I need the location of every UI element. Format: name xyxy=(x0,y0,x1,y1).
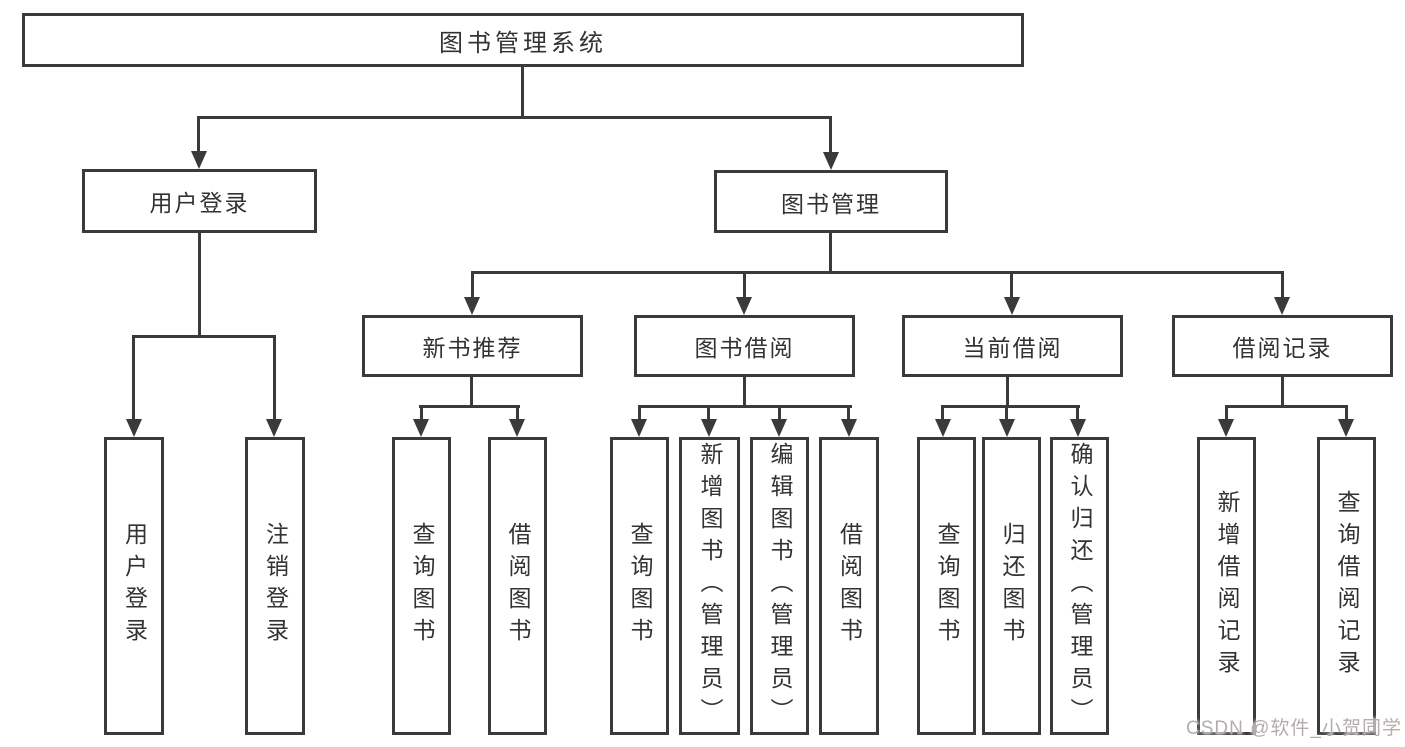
leaf-label: 借阅图书 xyxy=(836,522,863,650)
node-new-book-recommend: 新书推荐 xyxy=(362,315,583,377)
arrow-down-icon xyxy=(509,419,525,437)
leaf-label: 查询图书 xyxy=(409,522,435,650)
connector-new-book-stem xyxy=(470,377,473,408)
arrow-down-icon xyxy=(999,419,1015,437)
arrow-down-icon xyxy=(935,419,951,437)
arrow-down-icon xyxy=(631,419,647,437)
connector-to-book-borrowing xyxy=(743,271,746,297)
arrow-down-icon xyxy=(1274,297,1290,315)
node-current-borrowing: 当前借阅 xyxy=(902,315,1123,377)
leaf-label: 编辑图书（管理员） xyxy=(767,442,793,730)
leaf-borrow-books: 借阅图书 xyxy=(819,437,879,735)
leaf-label: 用户登录 xyxy=(121,522,148,650)
connector-leaf xyxy=(1005,405,1008,420)
connector-leaf xyxy=(941,405,944,420)
arrow-down-icon xyxy=(841,419,857,437)
leaf-edit-books-admin: 编辑图书（管理员） xyxy=(750,437,809,735)
leaf-add-borrow-record: 新增借阅记录 xyxy=(1197,437,1256,735)
leaf-label: 新增借阅记录 xyxy=(1214,490,1240,682)
leaf-logout: 注销登录 xyxy=(245,437,305,735)
connector-leaf xyxy=(1345,405,1348,420)
leaf-confirm-return-admin: 确认归还（管理员） xyxy=(1050,437,1109,735)
connector-current-borrowing-stem xyxy=(1006,377,1009,408)
node-book-management: 图书管理 xyxy=(714,170,948,233)
leaf-query-books-current: 查询图书 xyxy=(917,437,976,735)
connector-leaf xyxy=(778,405,781,420)
connector-user-login-stem xyxy=(198,233,201,337)
connector-to-leaf-logout xyxy=(273,335,276,419)
leaf-borrow-books-recommend: 借阅图书 xyxy=(488,437,547,735)
arrow-down-icon xyxy=(823,152,839,170)
leaf-add-books-admin: 新增图书（管理员） xyxy=(679,437,740,735)
connector-book-borrowing-stem xyxy=(743,377,746,408)
connector-new-book-split xyxy=(419,405,520,408)
arrow-down-icon xyxy=(1338,419,1354,437)
arrow-down-icon xyxy=(701,419,717,437)
connector-root-stem xyxy=(521,67,524,118)
connector-book-management-split xyxy=(471,271,1284,274)
connector-leaf xyxy=(847,405,850,420)
arrow-down-icon xyxy=(413,419,429,437)
arrow-down-icon xyxy=(191,151,207,169)
connector-book-borrowing-split xyxy=(638,405,852,408)
connector-borrowing-records-split xyxy=(1225,405,1348,408)
node-book-borrowing: 图书借阅 xyxy=(634,315,855,377)
arrow-down-icon xyxy=(1004,297,1020,315)
connector-to-new-book xyxy=(471,271,474,297)
arrow-down-icon xyxy=(126,419,142,437)
leaf-label: 借阅图书 xyxy=(505,522,531,650)
leaf-return-books: 归还图书 xyxy=(982,437,1041,735)
arrow-down-icon xyxy=(464,297,480,315)
connector-leaf xyxy=(1225,405,1228,420)
connector-root-split xyxy=(198,116,832,119)
connector-leaf xyxy=(1076,405,1079,420)
connector-to-leaf-user-login xyxy=(132,335,135,419)
leaf-label: 查询借阅记录 xyxy=(1334,490,1360,682)
connector-leaf xyxy=(516,405,519,420)
connector-leaf xyxy=(707,405,710,420)
arrow-down-icon xyxy=(1218,419,1234,437)
leaf-label: 确认归还（管理员） xyxy=(1067,442,1093,730)
connector-to-book-management xyxy=(829,116,832,152)
connector-leaf xyxy=(638,405,641,420)
leaf-label: 查询图书 xyxy=(934,522,960,650)
arrow-down-icon xyxy=(1070,419,1086,437)
leaf-label: 归还图书 xyxy=(999,522,1025,650)
node-borrowing-records: 借阅记录 xyxy=(1172,315,1393,377)
csdn-watermark: CSDN @软件_小贺同学 xyxy=(1186,718,1402,739)
leaf-label: 新增图书（管理员） xyxy=(697,442,723,730)
connector-current-borrowing-split xyxy=(941,405,1080,408)
arrow-down-icon xyxy=(266,419,282,437)
leaf-label: 查询图书 xyxy=(627,522,653,650)
node-user-login: 用户登录 xyxy=(82,169,317,233)
connector-to-user-login xyxy=(197,116,200,153)
leaf-label: 注销登录 xyxy=(262,522,289,650)
leaf-query-books-borrowing: 查询图书 xyxy=(610,437,669,735)
node-library-management-system: 图书管理系统 xyxy=(22,13,1024,67)
arrow-down-icon xyxy=(736,297,752,315)
connector-to-current-borrowing xyxy=(1010,271,1013,297)
arrow-down-icon xyxy=(771,419,787,437)
connector-to-borrowing-records xyxy=(1281,271,1284,297)
leaf-query-borrow-record: 查询借阅记录 xyxy=(1317,437,1376,735)
connector-borrowing-records-stem xyxy=(1281,377,1284,408)
connector-user-login-split xyxy=(133,335,276,338)
connector-leaf xyxy=(420,405,423,420)
leaf-query-books-recommend: 查询图书 xyxy=(392,437,451,735)
connector-book-management-stem xyxy=(829,233,832,274)
leaf-user-login: 用户登录 xyxy=(104,437,164,735)
